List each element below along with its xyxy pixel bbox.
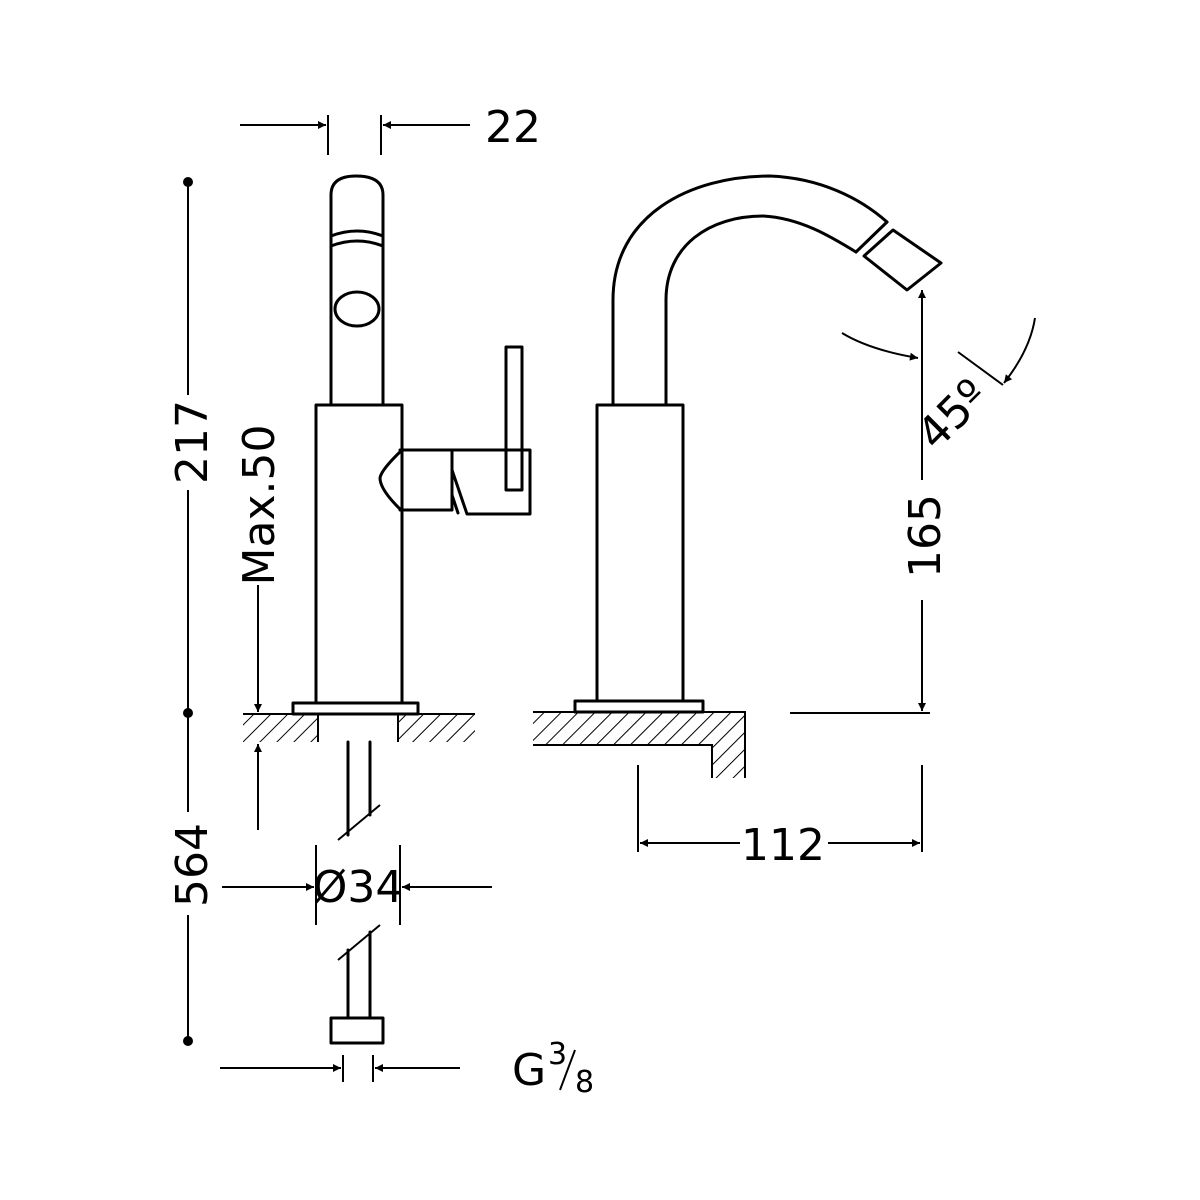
dim-label-thread: G <box>512 1045 546 1096</box>
dim-label-564: 564 <box>167 823 218 907</box>
dimension-connection-thread: G 3 8 <box>220 1037 594 1100</box>
faucet-side-view <box>243 174 532 1045</box>
dimension-hole-diameter: Ø34 <box>222 845 492 925</box>
dimension-spout-height: 165 <box>790 290 951 714</box>
dim-label-112: 112 <box>741 820 825 871</box>
dimension-spout-reach: 112 <box>637 765 923 871</box>
dimension-spout-angle: 45º <box>841 317 1036 460</box>
dim-label-max50: Max.50 <box>234 425 285 586</box>
dimension-max-deck: Max.50 <box>234 425 285 830</box>
dim-label-fraction-den: 8 <box>575 1065 594 1100</box>
dim-label-diameter: Ø34 <box>313 862 404 913</box>
dim-label-217: 217 <box>167 400 218 484</box>
dim-label-fraction-num: 3 <box>548 1037 567 1072</box>
dimension-total-height: 217 564 <box>167 177 218 1046</box>
dimension-spout-width: 22 <box>240 102 541 155</box>
faucet-front-view <box>533 174 943 778</box>
dim-label-165: 165 <box>900 494 951 578</box>
dim-label-22: 22 <box>485 102 541 153</box>
